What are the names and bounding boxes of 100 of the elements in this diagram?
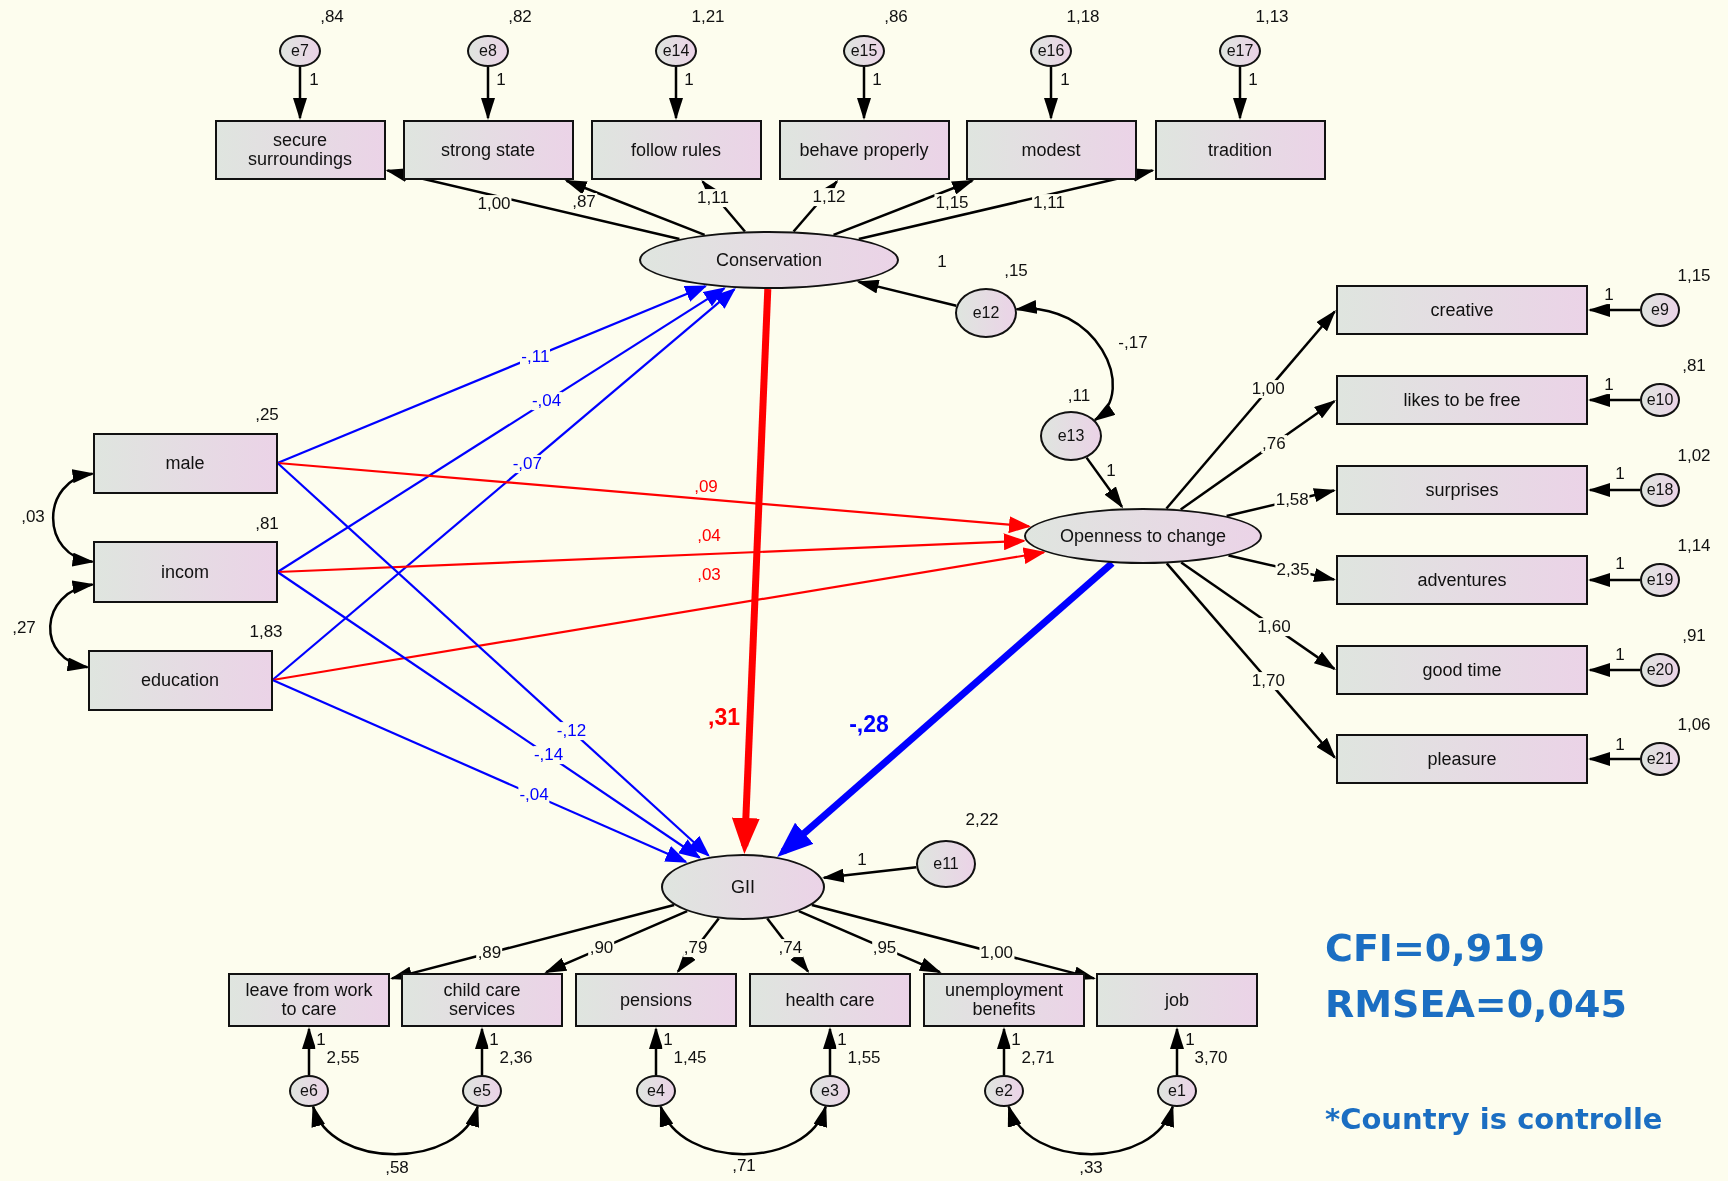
variable-name: e3	[821, 1082, 839, 1100]
variance-label: ,86	[884, 7, 908, 27]
indicator-box	[1336, 555, 1588, 605]
covariance-arrow	[659, 1104, 827, 1156]
variable-name: e2	[995, 1082, 1013, 1100]
indicator-box	[575, 973, 737, 1027]
path-coefficient: ,89	[476, 944, 503, 962]
variable-name: e16	[1037, 42, 1065, 60]
indicator-box	[214, 120, 386, 180]
variable-name: modest	[1021, 140, 1081, 160]
indicator-box	[402, 120, 574, 180]
indicator-box	[923, 973, 1085, 1027]
path-arrow	[302, 1027, 316, 1075]
covariance-arrow	[1014, 301, 1115, 422]
variable-name: good time	[1422, 660, 1502, 680]
path-arrow	[1044, 67, 1058, 120]
path-arrow	[481, 67, 495, 120]
error-ellipse	[1640, 293, 1680, 327]
variable-name: e11	[933, 855, 959, 873]
variance-label: 1,06	[1677, 715, 1711, 735]
path-coefficient: 1	[662, 1031, 674, 1049]
variance-label: 2,55	[326, 1048, 360, 1068]
path-arrow	[669, 67, 683, 120]
variance-label: 1,55	[847, 1048, 881, 1068]
variance-label: 1,21	[691, 7, 725, 27]
path-arrow	[833, 179, 975, 236]
variable-name: behave properly	[799, 140, 929, 160]
path-coefficient: -,12	[555, 721, 588, 740]
variance-label: 1,45	[673, 1048, 707, 1068]
path-arrow	[276, 287, 726, 573]
variable-name: health care	[785, 990, 875, 1010]
error-ellipse	[984, 1075, 1024, 1107]
variable-name: GII	[731, 877, 755, 897]
path-coefficient: ,58	[384, 1159, 410, 1177]
path-arrow	[1588, 483, 1640, 497]
error-ellipse	[1040, 411, 1102, 461]
variable-name: follow rules	[630, 140, 721, 160]
path-coefficient: ,74	[777, 939, 804, 958]
variable-name: likes to be free	[1403, 390, 1521, 410]
variance-label: 3,70	[1194, 1048, 1228, 1068]
variable-name: e15	[850, 42, 878, 60]
path-coefficient: ,33	[1078, 1159, 1104, 1177]
path-arrow	[997, 1027, 1011, 1075]
path-coefficient: 1	[836, 1031, 848, 1049]
path-coefficient: 1	[1603, 376, 1615, 394]
variance-label: ,81	[255, 514, 279, 534]
path-coefficient: 1,11	[696, 189, 730, 207]
path-coefficient: 1,12	[811, 188, 847, 206]
variance-label: ,25	[255, 405, 279, 425]
variable-name: Openness to change	[1059, 526, 1227, 546]
indicator-box	[401, 973, 563, 1027]
variable-name: e6	[300, 1082, 318, 1100]
indicator-box	[1336, 645, 1588, 695]
path-arrow	[856, 279, 957, 307]
path-coefficient: ,95	[871, 939, 898, 958]
variable-name: e20	[1646, 661, 1674, 679]
error-ellipse	[462, 1075, 502, 1107]
path-coefficient: 1	[488, 1031, 500, 1049]
variance-label: ,15	[1004, 261, 1028, 281]
variable-name: surprises	[1425, 480, 1499, 500]
path-coefficient: ,79	[682, 939, 709, 958]
variable-name: e4	[647, 1082, 665, 1100]
indicator-box	[1336, 375, 1588, 425]
error-ellipse	[810, 1075, 850, 1107]
variance-label: 2,71	[1021, 1048, 1055, 1068]
error-ellipse	[1157, 1075, 1197, 1107]
indicator-box	[1336, 285, 1588, 335]
variable-name: e19	[1646, 571, 1674, 589]
path-arrow	[276, 462, 710, 857]
error-ellipse	[1219, 35, 1261, 67]
path-coefficient: ,90	[588, 939, 615, 958]
variance-label: ,91	[1682, 626, 1706, 646]
error-ellipse	[1640, 563, 1680, 597]
variance-label: ,84	[320, 7, 344, 27]
variance-label: 2,36	[499, 1048, 533, 1068]
variable-name: secure surroundings	[246, 131, 354, 169]
path-arrow	[1588, 573, 1640, 587]
variable-name: e10	[1646, 391, 1674, 409]
path-coefficient: ,09	[693, 478, 719, 496]
path-coefficient: -,07	[511, 455, 543, 474]
path-coefficient: 1,70	[1250, 671, 1286, 690]
variable-name: pensions	[619, 990, 693, 1010]
error-ellipse	[636, 1075, 676, 1107]
variance-label: 1,83	[249, 622, 283, 642]
variable-name: male	[165, 453, 205, 473]
path-coefficient: ,87	[571, 193, 597, 211]
note: *Country is controlle	[1325, 1102, 1663, 1136]
error-ellipse	[467, 35, 509, 67]
path-coefficient: -,14	[532, 746, 565, 765]
error-ellipse	[289, 1075, 329, 1107]
indicator-box	[590, 120, 762, 180]
indicator-box	[1336, 734, 1588, 784]
path-arrow	[272, 547, 1046, 682]
path-coefficient: 1	[315, 1031, 327, 1049]
error-ellipse	[1640, 653, 1680, 687]
path-arrow	[277, 461, 1031, 534]
path-coefficient: 1,58	[1274, 491, 1310, 510]
variance-label: ,82	[508, 7, 532, 27]
variable-name: unemployment benefits	[943, 981, 1065, 1019]
path-coefficient: 1,60	[1256, 618, 1292, 636]
